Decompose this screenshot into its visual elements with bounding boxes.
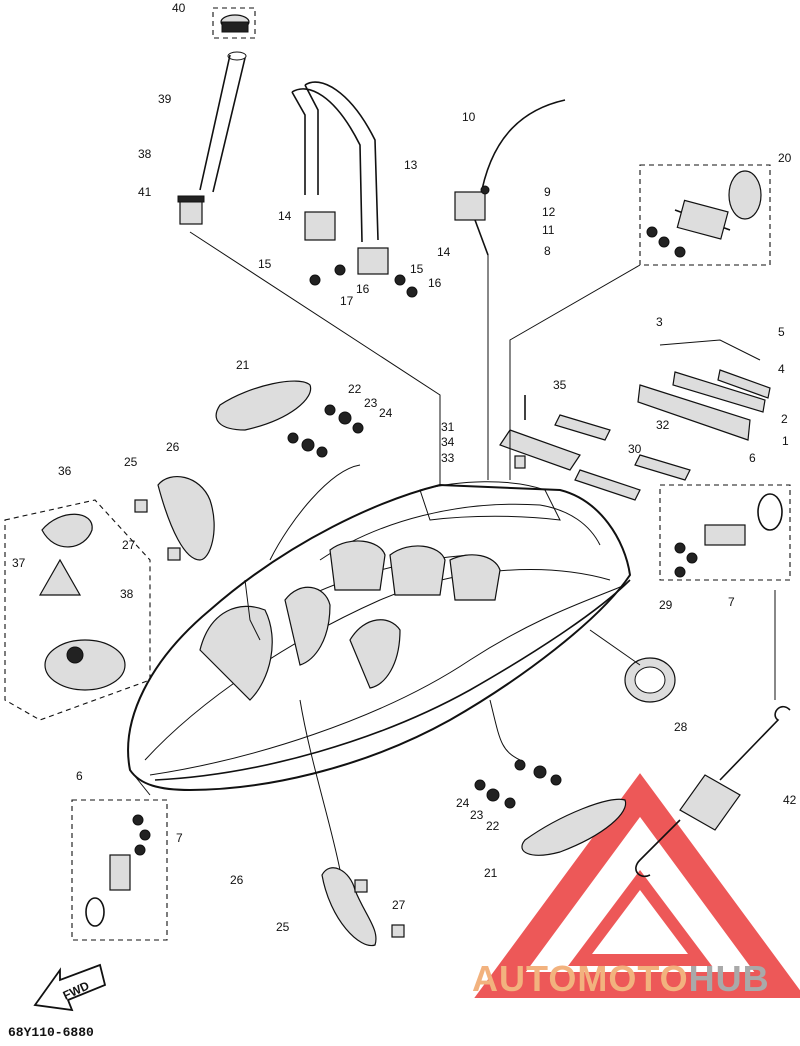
grab-handle-assembly [291, 81, 418, 298]
callout-7b: 7 [176, 831, 183, 845]
callout-2: 2 [781, 412, 788, 426]
callout-15b: 15 [410, 262, 424, 276]
diagram-code: 68Y110-6880 [8, 1025, 94, 1040]
ring-28 [624, 657, 676, 703]
bumper-lower-21 [474, 759, 627, 856]
callout-22b: 22 [486, 819, 500, 833]
callout-8: 8 [544, 244, 551, 258]
callout-6b: 6 [76, 769, 83, 783]
callout-23b: 23 [470, 808, 484, 822]
callout-22: 22 [348, 382, 362, 396]
callout-4: 4 [778, 362, 785, 376]
watermark-brand: AUTOMOTOHUB [472, 958, 770, 1000]
side-handle-25-lower [321, 867, 405, 947]
brand-part-1: AUTOMOTO [472, 958, 689, 999]
callout-16b: 16 [428, 276, 442, 290]
bracket-assembly-6-left [71, 799, 168, 941]
callout-14: 14 [278, 209, 292, 223]
fwd-arrow: FWD [33, 963, 107, 1012]
callout-38b: 38 [120, 587, 134, 601]
callout-25b: 25 [276, 920, 290, 934]
callout-26b: 26 [230, 873, 244, 887]
callout-10: 10 [462, 110, 476, 124]
callout-1: 1 [782, 434, 789, 448]
callout-27: 27 [122, 538, 136, 552]
callout-34: 34 [441, 435, 455, 449]
callout-13: 13 [404, 158, 418, 172]
callout-38: 38 [138, 147, 152, 161]
callouts: 40 39 38 41 13 14 15 17 16 14 15 16 10 9… [12, 1, 797, 934]
bracket-assembly-6-right [659, 484, 791, 581]
fuel-filler-assembly [177, 7, 256, 225]
hull [127, 481, 632, 792]
callout-33: 33 [441, 451, 455, 465]
callout-14b: 14 [437, 245, 451, 259]
cable-assembly [454, 99, 566, 256]
callout-23: 23 [364, 396, 378, 410]
brand-part-2: HUB [688, 958, 770, 999]
callout-20: 20 [778, 151, 792, 165]
callout-36: 36 [58, 464, 72, 478]
callout-29: 29 [659, 598, 673, 612]
callout-21: 21 [236, 358, 250, 372]
hatch-assembly-36-38 [4, 499, 151, 721]
plate-assembly-30-35 [499, 395, 691, 501]
callout-6: 6 [749, 451, 756, 465]
callout-3: 3 [656, 315, 663, 329]
callout-37: 37 [12, 556, 26, 570]
callout-26: 26 [166, 440, 180, 454]
callout-24b: 24 [456, 796, 470, 810]
callout-16: 16 [356, 282, 370, 296]
callout-25: 25 [124, 455, 138, 469]
bumper-upper-21 [215, 380, 364, 458]
callout-27b: 27 [392, 898, 406, 912]
callout-35: 35 [553, 378, 567, 392]
tie-down-strap-42 [635, 705, 791, 878]
callout-30: 30 [628, 442, 642, 456]
callout-7: 7 [728, 595, 735, 609]
callout-31: 31 [441, 420, 455, 434]
callout-5: 5 [778, 325, 785, 339]
callout-17: 17 [340, 294, 354, 308]
callout-12: 12 [542, 205, 556, 219]
callout-24: 24 [379, 406, 393, 420]
watermark-logo [474, 773, 800, 998]
callout-9: 9 [544, 185, 551, 199]
leader-lines [129, 231, 776, 871]
callout-11: 11 [542, 223, 555, 237]
callout-15: 15 [258, 257, 272, 271]
callout-21b: 21 [484, 866, 498, 880]
callout-39: 39 [158, 92, 172, 106]
callout-41: 41 [138, 185, 152, 199]
callout-32: 32 [656, 418, 670, 432]
callout-42: 42 [783, 793, 797, 807]
side-handle-25-left [134, 476, 215, 561]
rail-assembly-1-5 [637, 339, 771, 441]
callout-40: 40 [172, 1, 186, 15]
callout-28: 28 [674, 720, 688, 734]
tow-eye-assembly-20 [639, 164, 771, 266]
